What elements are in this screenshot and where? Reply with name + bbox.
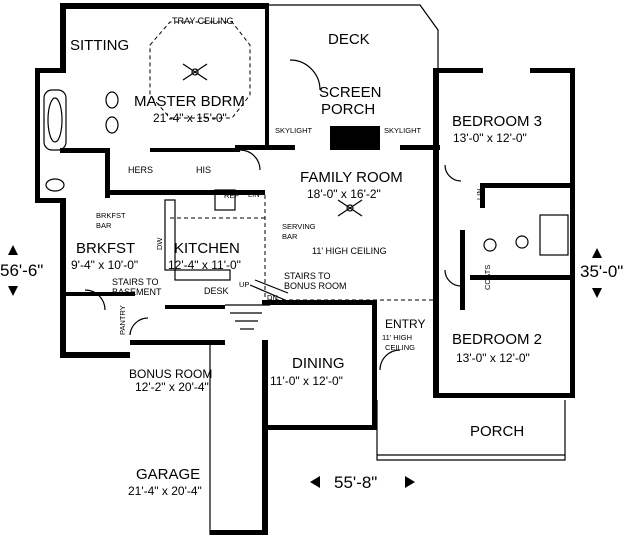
- dw-label: DW: [155, 237, 164, 250]
- room-bonus-dims: 12'-2" x 20'-4": [135, 380, 209, 394]
- room-screen-porch-2: PORCH: [321, 101, 375, 118]
- serving-bar-1: SERVING: [282, 222, 316, 231]
- up-label: UP: [239, 280, 249, 289]
- room-bedroom2-dims: 13'-0" x 12'-0": [456, 351, 530, 365]
- ref-label: REF: [224, 191, 239, 200]
- skylight-left: SKYLIGHT: [275, 126, 313, 135]
- stairs-basement-2: BASEMENT: [112, 287, 162, 297]
- stairs-bonus-2: BONUS ROOM: [284, 281, 347, 291]
- overall-width: 55'-8": [334, 473, 377, 492]
- linen-left: LIN: [248, 190, 260, 199]
- room-screen-porch-1: SCREEN: [319, 84, 382, 101]
- brkfst-bar-2: BAR: [96, 221, 112, 230]
- coats-label: COATS: [483, 265, 492, 290]
- brkfst-bar-1: BRKFST: [96, 211, 126, 220]
- closet-his: HIS: [196, 165, 211, 175]
- tray-ceiling-note: TRAY CEILING: [172, 16, 234, 26]
- room-bedroom3: BEDROOM 3: [452, 113, 542, 130]
- room-family-dims: 18'-0" x 16'-2": [307, 187, 381, 201]
- room-breakfast-dims: 9'-4" x 10'-0": [71, 258, 138, 272]
- room-entry-ceiling-1: 11' HIGH: [382, 333, 412, 342]
- room-porch: PORCH: [470, 423, 524, 440]
- stairs-bonus-1: STAIRS TO: [284, 271, 331, 281]
- stairs: [225, 279, 289, 330]
- desk-label: DESK: [204, 286, 229, 296]
- dn-label: DN: [267, 293, 278, 302]
- dimension-labels: 56'-6" 55'-8" 35'-0": [0, 261, 623, 492]
- room-entry: ENTRY: [385, 317, 425, 331]
- room-bonus: BONUS ROOM: [129, 367, 212, 381]
- serving-bar-2: BAR: [282, 232, 298, 241]
- room-labels: SITTING TRAY CEILING MASTER BDRM 21'-4" …: [70, 16, 542, 498]
- room-garage-dims: 21'-4" x 20'-4": [128, 484, 202, 498]
- closet-hers: HERS: [128, 165, 153, 175]
- room-family: FAMILY ROOM: [300, 169, 403, 186]
- overall-depth: 56'-6": [0, 261, 43, 280]
- room-deck: DECK: [328, 31, 370, 48]
- pantry-label: PANTRY: [118, 305, 127, 335]
- skylight-right: SKYLIGHT: [384, 126, 422, 135]
- room-bedroom2: BEDROOM 2: [452, 331, 542, 348]
- stairs-basement-1: STAIRS TO: [112, 277, 159, 287]
- room-breakfast: BRKFST: [76, 240, 135, 257]
- room-bedroom3-dims: 13'-0" x 12'-0": [453, 131, 527, 145]
- room-family-ceiling: 11' HIGH CEILING: [312, 246, 387, 256]
- linen-right: LIN: [475, 188, 484, 200]
- right-depth: 35'-0": [580, 262, 623, 281]
- room-kitchen: KITCHEN: [174, 240, 240, 257]
- room-master: MASTER BDRM: [134, 93, 245, 110]
- room-master-dims: 21'-4" x 15'-0": [153, 111, 227, 125]
- room-kitchen-dims: 12'-4" x 11'-0": [168, 258, 241, 272]
- fixtures: [8, 21, 602, 535]
- room-dining-dims: 11'-0" x 12'-0": [270, 374, 343, 388]
- exterior-walls: [35, 3, 575, 535]
- room-dining: DINING: [292, 355, 345, 372]
- room-entry-ceiling-2: CEILING: [385, 343, 415, 352]
- room-sitting: SITTING: [70, 37, 129, 54]
- room-garage: GARAGE: [136, 466, 200, 483]
